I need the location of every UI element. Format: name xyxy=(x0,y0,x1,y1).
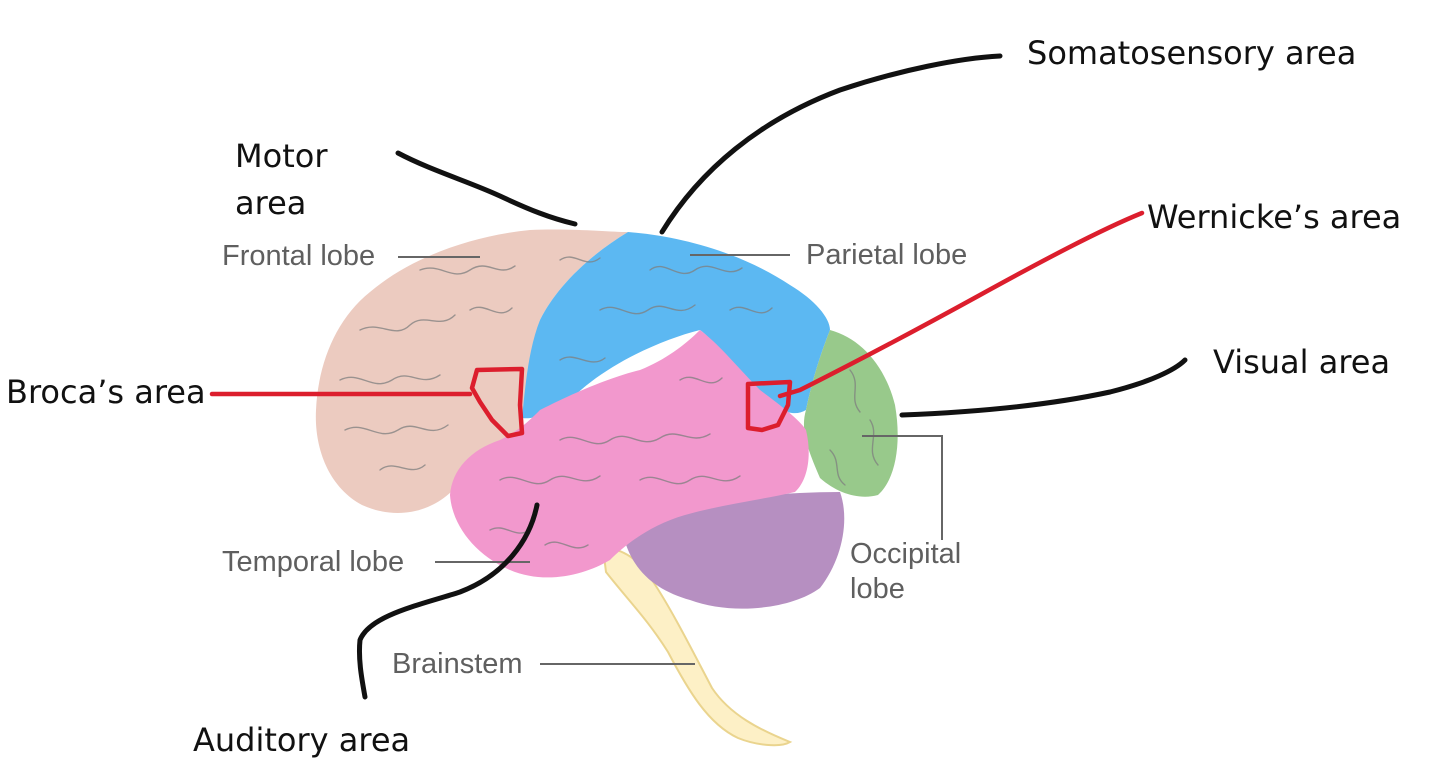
hand-drawn-red-marks xyxy=(209,210,1145,439)
brain-sulci xyxy=(339,256,879,549)
cerebellum-region xyxy=(622,492,845,609)
somatosensory-area-label: Somatosensory area xyxy=(1027,34,1357,72)
wernicke-area-label: Wernicke’s area xyxy=(1147,198,1402,236)
wernicke-area-outline xyxy=(745,379,793,433)
parietal-lobe-region xyxy=(522,232,830,419)
temporal-lobe-region xyxy=(450,330,809,578)
auditory-area-line xyxy=(357,502,540,700)
occipital-lobe-label-line2: lobe xyxy=(850,573,905,605)
brainstem-region xyxy=(601,546,793,747)
visual-area-label: Visual area xyxy=(1213,343,1391,381)
visual-area-line xyxy=(899,357,1188,418)
broca-area-outline xyxy=(469,366,525,439)
temporal-lobe-label: Temporal lobe xyxy=(222,546,405,578)
wernicke-area-line xyxy=(777,210,1145,399)
occipital-lobe-region xyxy=(803,330,898,497)
brainstem-label: Brainstem xyxy=(392,648,523,680)
somatosensory-area-line xyxy=(659,53,1003,235)
occipital-lobe-leader xyxy=(862,435,943,540)
lobe-leader-lines xyxy=(398,254,943,665)
motor-area-label-line2: area xyxy=(235,184,307,222)
motor-area-line xyxy=(395,150,578,227)
motor-area-label-line1: Motor xyxy=(235,137,328,175)
auditory-area-label: Auditory area xyxy=(193,721,411,759)
parietal-lobe-label: Parietal lobe xyxy=(806,239,968,271)
occipital-lobe-label-line1: Occipital xyxy=(850,538,962,570)
frontal-lobe-region xyxy=(315,229,628,513)
frontal-lobe-label: Frontal lobe xyxy=(222,240,376,272)
hand-drawn-black-lines xyxy=(357,53,1188,700)
broca-area-label: Broca’s area xyxy=(6,373,206,411)
